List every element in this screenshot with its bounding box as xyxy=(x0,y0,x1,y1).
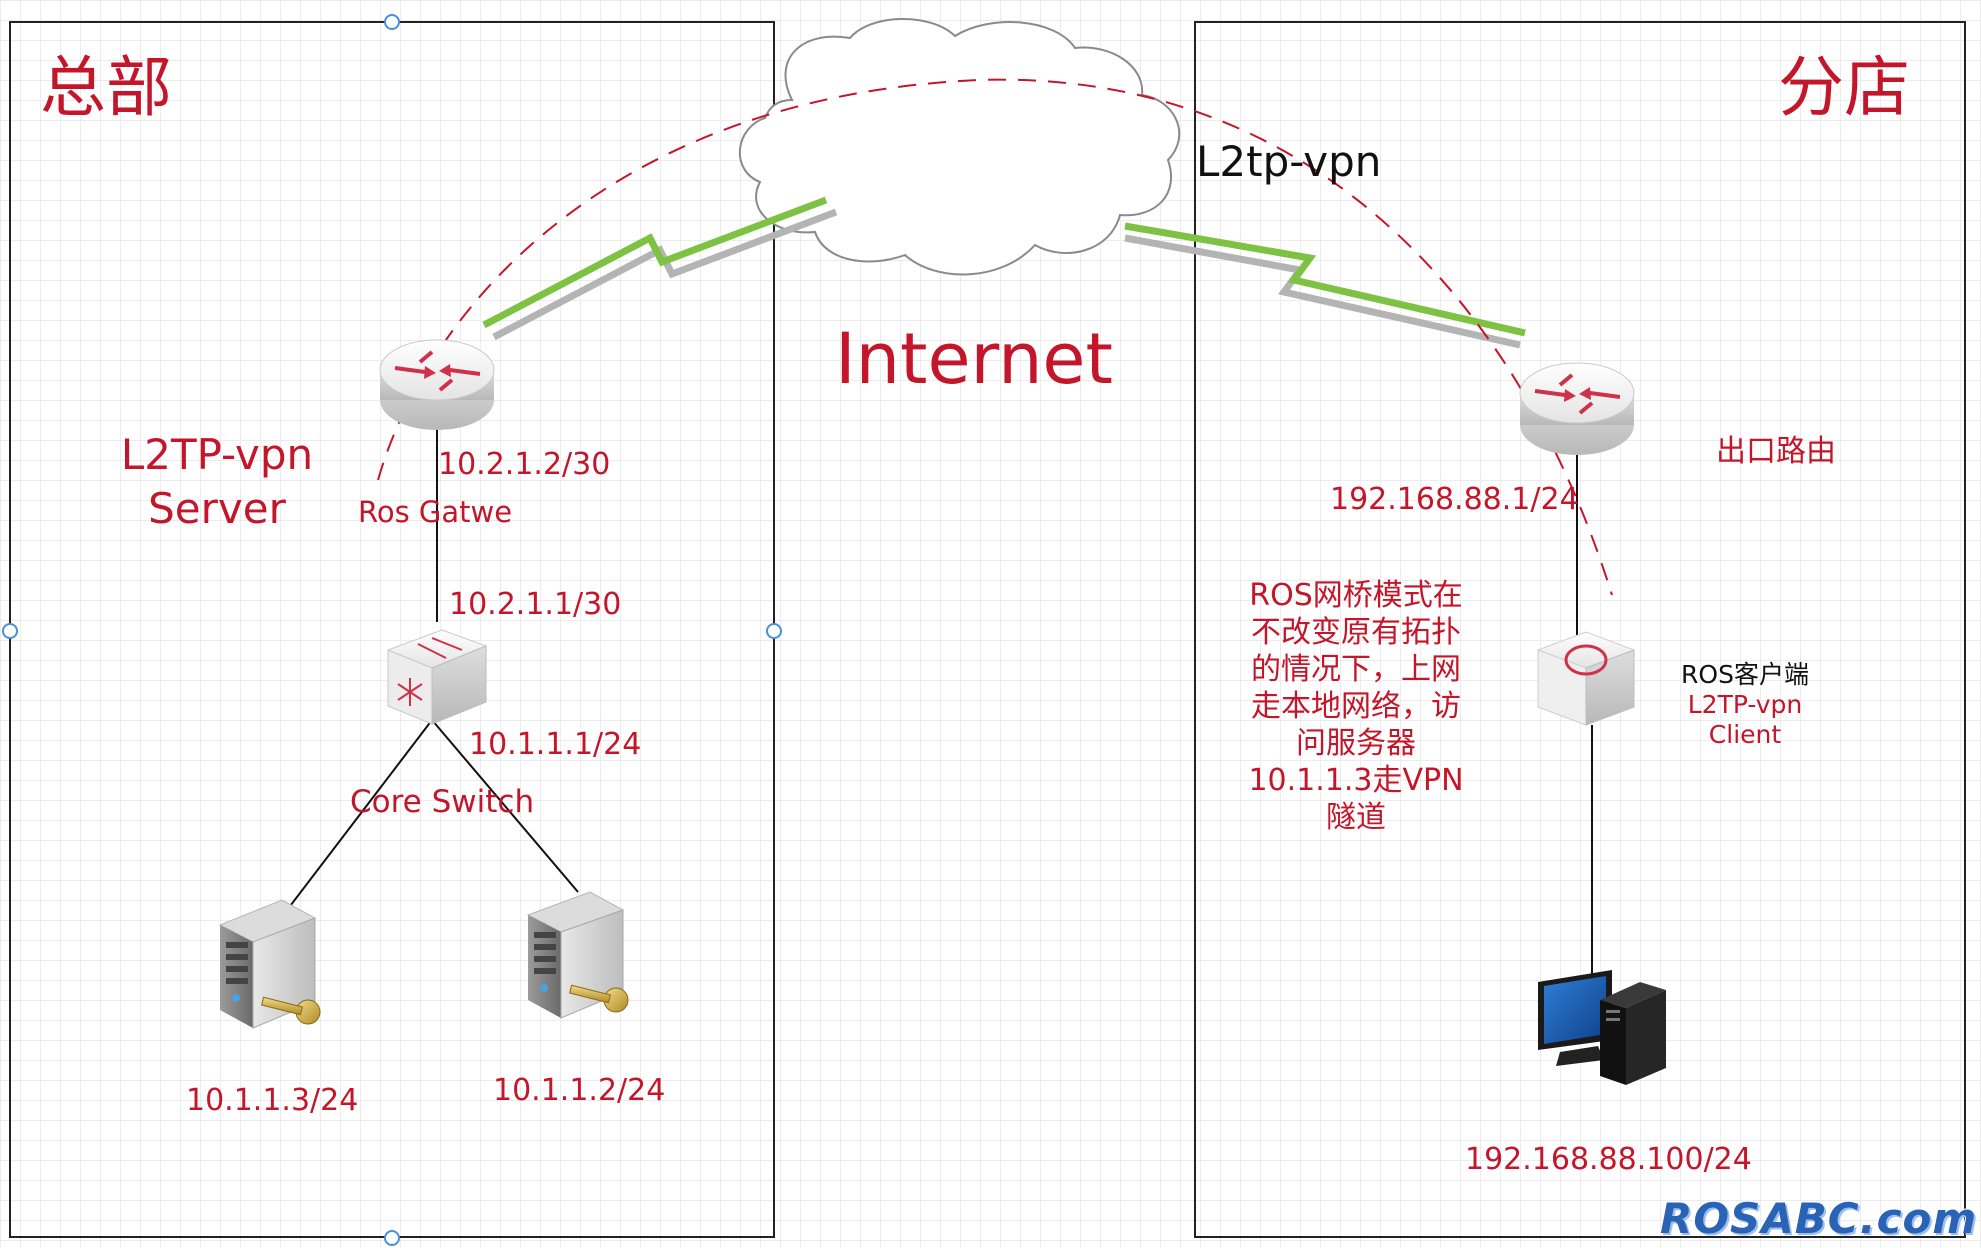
server-icon-1[interactable] xyxy=(218,899,321,1029)
branch-panel xyxy=(1194,21,1966,1238)
ros-client-label-line1: ROS客户端 xyxy=(1681,660,1809,689)
vpn-server-label-line1: L2TP-vpn xyxy=(120,430,314,479)
ros-client-device-icon[interactable] xyxy=(1536,631,1636,726)
switch-name: Core Switch xyxy=(350,784,535,820)
internet-label: Internet xyxy=(835,318,1113,400)
server2-ip: 10.1.1.2/24 xyxy=(493,1073,666,1108)
key-icon-1 xyxy=(261,996,321,1025)
hq-router-name: Ros Gatwe xyxy=(358,495,513,529)
key-icon-2 xyxy=(569,984,629,1013)
ros-client-label-line2: L2TP-vpn xyxy=(1687,690,1803,719)
switch-uplink-ip: 10.2.1.1/30 xyxy=(449,587,622,622)
headquarters-router-icon[interactable] xyxy=(379,339,495,430)
bridge-mode-note: ROS网桥模式在不改变原有拓扑的情况下，上网走本地网络，访问服务器10.1.1.… xyxy=(1248,578,1464,835)
ros-client-label: ROS客户端 L2TP-vpn Client xyxy=(1670,660,1820,750)
branch-router-ip: 192.168.88.1/24 xyxy=(1330,482,1579,517)
internet-cloud xyxy=(738,18,1181,276)
watermark-logo: ROSABC.com xyxy=(1660,1194,1978,1243)
connection-lines xyxy=(267,430,1593,975)
ros-client-label-line3: Client xyxy=(1708,720,1782,749)
tunnel-label: L2tp-vpn xyxy=(1196,137,1382,186)
pc-ip: 192.168.88.100/24 xyxy=(1465,1142,1752,1177)
pc-icon[interactable] xyxy=(1538,970,1666,1085)
branch-title: 分店 xyxy=(1778,49,1910,126)
server-icon-2[interactable] xyxy=(526,891,629,1019)
branch-router-icon[interactable] xyxy=(1519,362,1635,455)
wan-link-headquarters xyxy=(482,196,838,341)
vpn-server-label-line2: Server xyxy=(148,484,286,533)
switch-ip: 10.1.1.1/24 xyxy=(469,727,642,762)
headquarters-panel xyxy=(9,21,775,1238)
branch-router-role: 出口路由 xyxy=(1716,434,1836,469)
vpn-server-label: L2TP-vpn Server xyxy=(112,428,322,536)
core-switch-icon[interactable] xyxy=(386,629,488,725)
hq-router-ip: 10.2.1.2/30 xyxy=(438,447,611,482)
server1-ip: 10.1.1.3/24 xyxy=(186,1083,359,1118)
headquarters-title: 总部 xyxy=(40,49,172,126)
wan-link-branch xyxy=(1124,222,1526,349)
selection-handles[interactable] xyxy=(2,14,782,1246)
